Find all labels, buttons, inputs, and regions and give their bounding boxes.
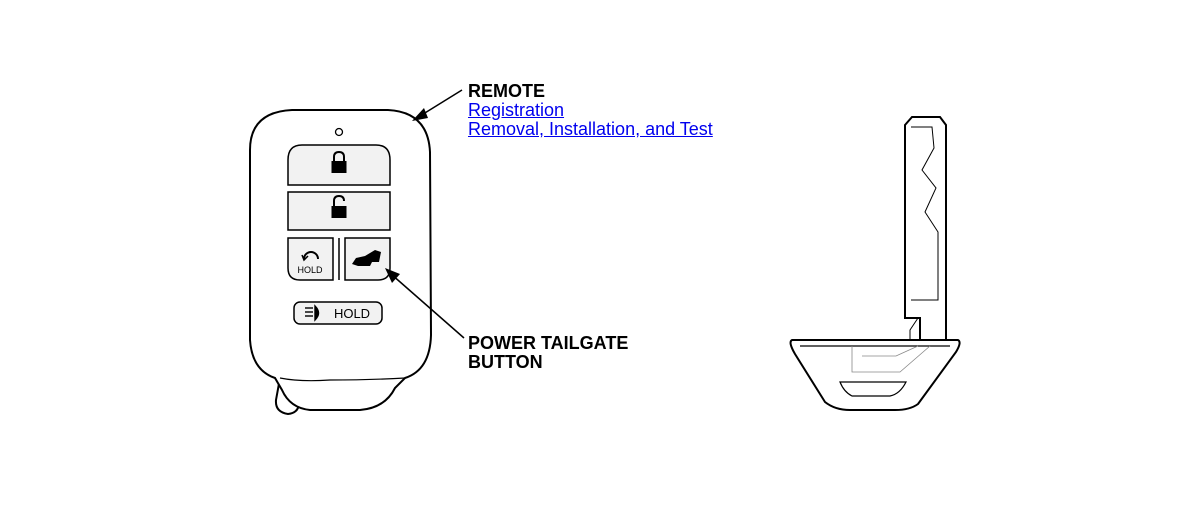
key-head — [789, 339, 961, 411]
power-tailgate-button[interactable] — [344, 237, 391, 281]
tailgate-title-line1: POWER TAILGATE — [468, 333, 629, 353]
unlock-button[interactable] — [287, 191, 391, 231]
tailgate-leader-arrow — [385, 268, 465, 339]
lights-label: HOLD — [334, 306, 370, 321]
tailgate-title-line2: BUTTON — [468, 352, 543, 372]
lock-button[interactable] — [287, 144, 391, 186]
tailgate-icon — [352, 250, 381, 266]
lights-button[interactable]: HOLD — [293, 301, 383, 325]
remote-start-icon — [303, 251, 319, 260]
remote-start-label: HOLD — [297, 265, 323, 275]
unlock-icon — [331, 194, 347, 218]
remote-callout: REMOTE Registration Removal, Installatio… — [468, 82, 713, 139]
remote-start-button[interactable]: HOLD — [287, 237, 334, 281]
headlight-icon — [305, 304, 320, 322]
key-blade — [904, 116, 947, 341]
key-blade-groove — [911, 126, 939, 301]
remote-title: REMOTE — [468, 81, 546, 101]
registration-link[interactable]: Registration — [468, 100, 565, 120]
led-indicator — [334, 127, 344, 137]
removal-installation-test-link[interactable]: Removal, Installation, and Test — [468, 119, 713, 139]
lock-icon — [331, 150, 347, 173]
mechanical-key — [789, 116, 961, 411]
remote-leader-arrow — [412, 89, 463, 121]
power-tailgate-callout: POWER TAILGATE BUTTON — [468, 334, 628, 372]
